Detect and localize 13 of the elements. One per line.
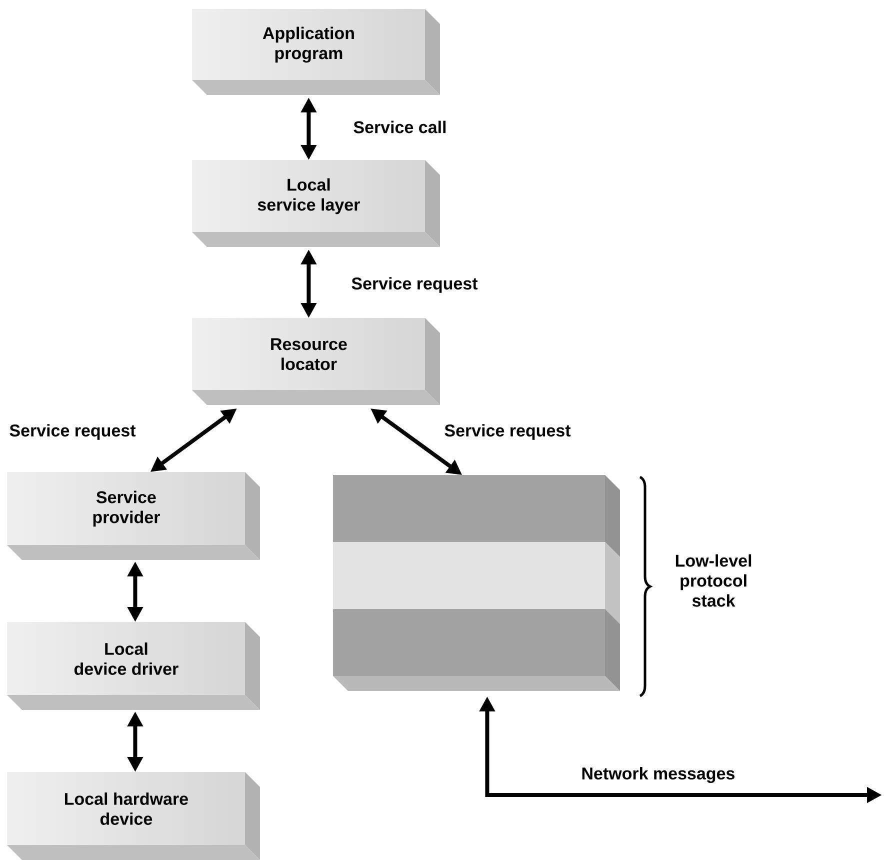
edge-label: Service request [352, 277, 478, 293]
brace-label: Low-level protocol stack [676, 554, 752, 607]
process-box: Local service layer [192, 160, 440, 247]
process-box: Application program [192, 9, 440, 95]
process-box: Local device driver [7, 622, 260, 710]
edge-label: Service request [444, 424, 571, 440]
process-box: Local hardware device [7, 772, 260, 860]
process-box: Resource locator [192, 318, 440, 405]
edge-label: Network messages [582, 767, 734, 783]
edge-label: Service call [354, 120, 446, 134]
process-box: Service provider [7, 472, 260, 560]
edge-label: Service request [10, 424, 136, 440]
protocol-stack-drawing [333, 475, 620, 691]
